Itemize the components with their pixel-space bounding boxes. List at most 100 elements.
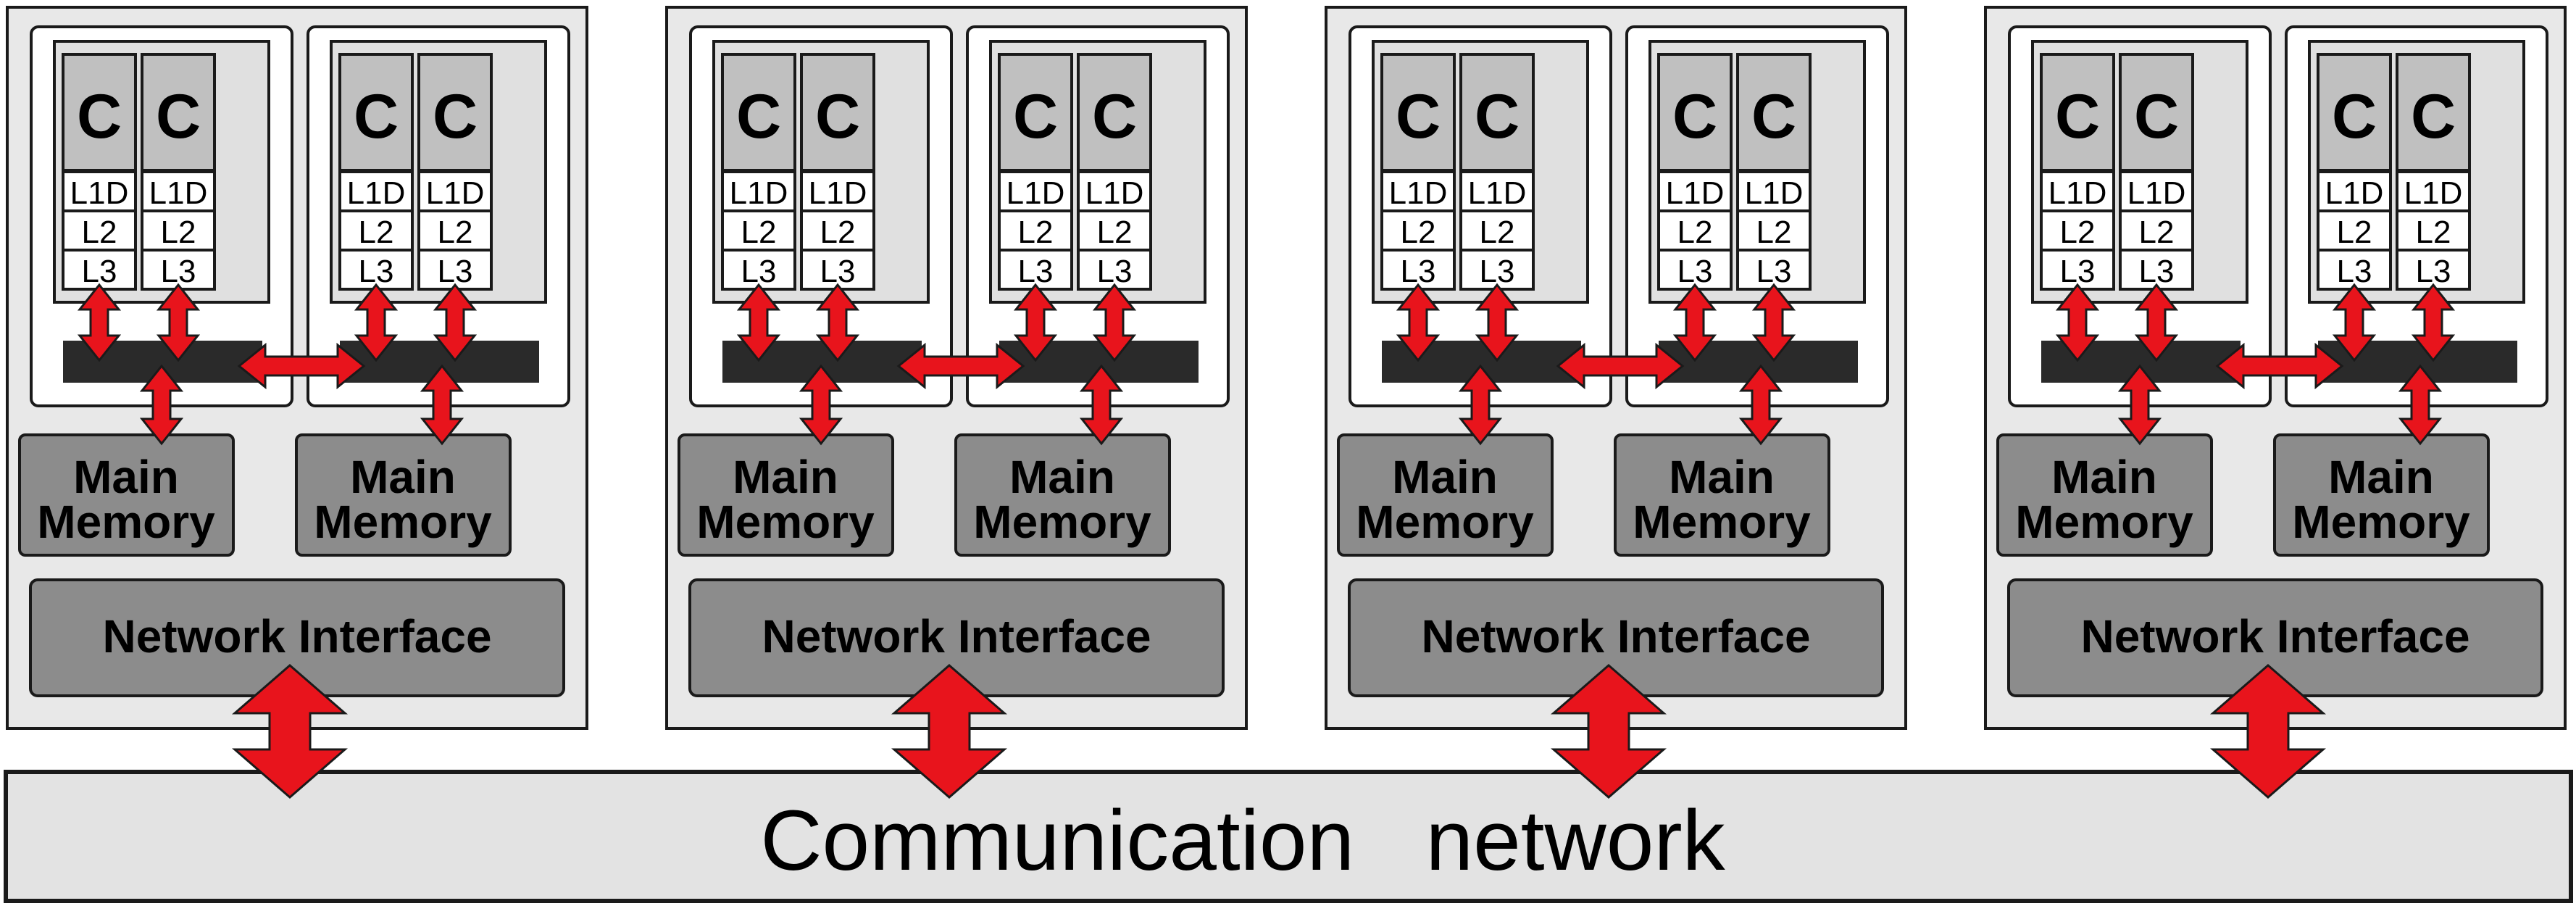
core-bus-arrow bbox=[156, 283, 201, 362]
core-label: C bbox=[1013, 82, 1058, 151]
cache-level bbox=[1077, 209, 1152, 252]
cache-label: L2 bbox=[741, 215, 777, 250]
cache-level bbox=[2119, 170, 2194, 212]
core-label: C bbox=[354, 82, 399, 151]
main-memory-box bbox=[1337, 433, 1554, 557]
cache-label: L1D bbox=[1468, 175, 1527, 211]
cache-level bbox=[1077, 249, 1152, 291]
core-label: C bbox=[1396, 82, 1441, 151]
cache-label: L2 bbox=[2060, 215, 2096, 250]
core-box bbox=[2119, 53, 2194, 172]
core-box bbox=[417, 53, 493, 172]
main-memory-box bbox=[18, 433, 235, 557]
node-network-arrow bbox=[231, 664, 349, 799]
cache-label: L1D bbox=[2404, 175, 2463, 211]
core-box bbox=[721, 53, 796, 172]
cache-level bbox=[800, 170, 875, 212]
node-network-arrow bbox=[891, 664, 1008, 799]
main-memory-label: Main bbox=[350, 451, 456, 503]
cache-level bbox=[1736, 170, 1812, 212]
cache-level bbox=[800, 249, 875, 291]
cache-level bbox=[998, 249, 1073, 291]
core-box bbox=[1459, 53, 1535, 172]
main-memory-label: Main bbox=[2051, 451, 2157, 503]
network-interface-label: Network Interface bbox=[2080, 610, 2469, 662]
cache-label: L2 bbox=[1756, 215, 1792, 250]
cache-level bbox=[1380, 170, 1456, 212]
main-memory-label: Memory bbox=[2292, 496, 2470, 548]
core-bus-arrow bbox=[2411, 283, 2456, 362]
main-memory-label: Main bbox=[1392, 451, 1498, 503]
cache-level bbox=[721, 249, 796, 291]
cache-level bbox=[338, 209, 414, 252]
core-box bbox=[998, 53, 1073, 172]
core-label: C bbox=[2055, 82, 2100, 151]
core-box bbox=[2040, 53, 2115, 172]
main-memory-label: Memory bbox=[1633, 496, 1811, 548]
main-memory-label: Main bbox=[1669, 451, 1775, 503]
compute-node: CL1DL2L3CL1DL2L3MainMemoryCL1DL2L3CL1DL2… bbox=[665, 6, 1248, 799]
core-box bbox=[1077, 53, 1152, 172]
node-network-arrow bbox=[2209, 664, 2327, 799]
bus-memory-arrow bbox=[2117, 364, 2162, 446]
core-box bbox=[338, 53, 414, 172]
core-label: C bbox=[1475, 82, 1520, 151]
core-label: C bbox=[2411, 82, 2456, 151]
main-memory-label: Main bbox=[1009, 451, 1115, 503]
bus-memory-arrow bbox=[1079, 364, 1124, 446]
cache-label: L2 bbox=[82, 215, 117, 250]
cache-label: L2 bbox=[359, 215, 394, 250]
core-bus-arrow bbox=[2134, 283, 2179, 362]
core-bus-arrow bbox=[815, 283, 860, 362]
communication-network: Communication network bbox=[4, 770, 2573, 903]
core-label: C bbox=[815, 82, 860, 151]
bus-memory-arrow bbox=[139, 364, 184, 446]
core-bus-arrow bbox=[1092, 283, 1137, 362]
cache-label: L1D bbox=[809, 175, 867, 211]
core-bus-arrow bbox=[2055, 283, 2100, 362]
main-memory-box bbox=[1996, 433, 2213, 557]
core-label: C bbox=[1092, 82, 1137, 151]
cache-label: L1D bbox=[2325, 175, 2384, 211]
network-interface: Network Interface bbox=[1348, 578, 1884, 697]
main-memory-label: Memory bbox=[973, 496, 1151, 548]
cache-label: L2 bbox=[2139, 215, 2175, 250]
cache-label: L2 bbox=[1401, 215, 1436, 250]
main-memory-label: Main bbox=[2328, 451, 2434, 503]
cache-label: L1D bbox=[2127, 175, 2186, 211]
cache-label: L1D bbox=[1745, 175, 1804, 211]
core-bus-arrow bbox=[1672, 283, 1717, 362]
cache-level bbox=[1657, 170, 1733, 212]
socket-interconnect-arrow bbox=[237, 342, 366, 390]
network-interface: Network Interface bbox=[29, 578, 565, 697]
main-memory-label: Memory bbox=[696, 496, 875, 548]
core-box bbox=[800, 53, 875, 172]
main-memory-box bbox=[954, 433, 1171, 557]
cache-label: L2 bbox=[820, 215, 856, 250]
cache-level bbox=[417, 209, 493, 252]
main-memory-box bbox=[295, 433, 512, 557]
cache-level bbox=[2396, 249, 2471, 291]
core-bus-arrow bbox=[77, 283, 122, 362]
cache-level bbox=[1459, 249, 1535, 291]
core-box bbox=[141, 53, 216, 172]
bus-memory-arrow bbox=[2398, 364, 2443, 446]
main-memory-label: Memory bbox=[2015, 496, 2193, 548]
cache-label: L2 bbox=[438, 215, 473, 250]
